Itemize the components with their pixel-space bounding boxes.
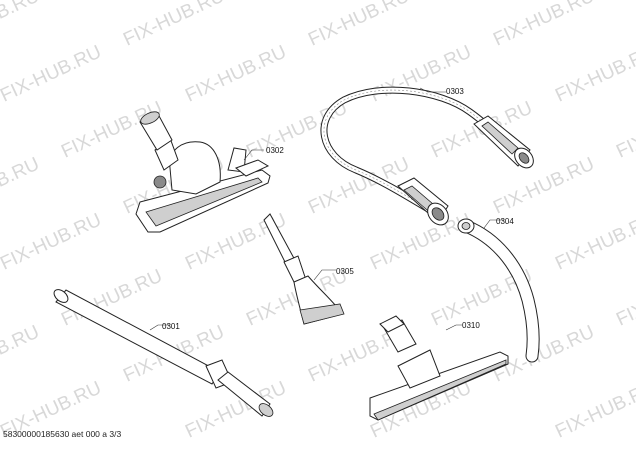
part-label-0301: 0301 bbox=[162, 322, 180, 331]
watermark-text: FIX-HUB.RU bbox=[0, 42, 105, 107]
part-label-0303: 0303 bbox=[446, 87, 464, 96]
watermark-text: FIX-HUB.RU bbox=[305, 0, 412, 51]
part-label-0305: 0305 bbox=[336, 267, 354, 276]
watermark-text: FIX-HUB.RU bbox=[613, 266, 636, 331]
part-label-0304: 0304 bbox=[496, 217, 514, 226]
curved-handle-icon[interactable] bbox=[457, 218, 540, 363]
parquet-brush-icon[interactable] bbox=[369, 315, 509, 421]
part-label-0302: 0302 bbox=[266, 146, 284, 155]
footer-document-id: 58300000185630 aet 000 a 3/3 bbox=[3, 429, 122, 439]
watermark-text: FIX-HUB.RU bbox=[613, 98, 636, 163]
watermark-text: FIX-HUB.RU bbox=[0, 322, 43, 387]
watermark-text: FIX-HUB.RU bbox=[552, 210, 636, 275]
watermark-text: FIX-HUB.RU bbox=[552, 378, 636, 443]
telescopic-tube-icon[interactable] bbox=[52, 287, 276, 419]
upholstery-nozzle-icon[interactable] bbox=[263, 213, 345, 325]
watermark-text: FIX-HUB.RU bbox=[367, 210, 474, 275]
watermark-text: FIX-HUB.RU bbox=[0, 210, 105, 275]
watermark-text: FIX-HUB.RU bbox=[0, 154, 43, 219]
watermark-text: FIX-HUB.RU bbox=[182, 210, 289, 275]
suction-hose-icon[interactable] bbox=[320, 86, 537, 229]
watermark-text: FIX-HUB.RU bbox=[552, 42, 636, 107]
floor-nozzle-icon[interactable] bbox=[135, 109, 271, 233]
watermark-text: FIX-HUB.RU bbox=[305, 154, 412, 219]
watermark-text: FIX-HUB.RU bbox=[490, 0, 597, 51]
watermark-text: FIX-HUB.RU bbox=[490, 322, 597, 387]
watermark-text: FIX-HUB.RU bbox=[182, 42, 289, 107]
watermark-text: FIX-HUB.RU bbox=[0, 0, 43, 51]
watermark-text: FIX-HUB.RU bbox=[120, 0, 227, 51]
part-label-0310: 0310 bbox=[462, 321, 480, 330]
watermark-text: FIX-HUB.RU bbox=[490, 154, 597, 219]
watermark-text: FIX-HUB.RU bbox=[367, 42, 474, 107]
